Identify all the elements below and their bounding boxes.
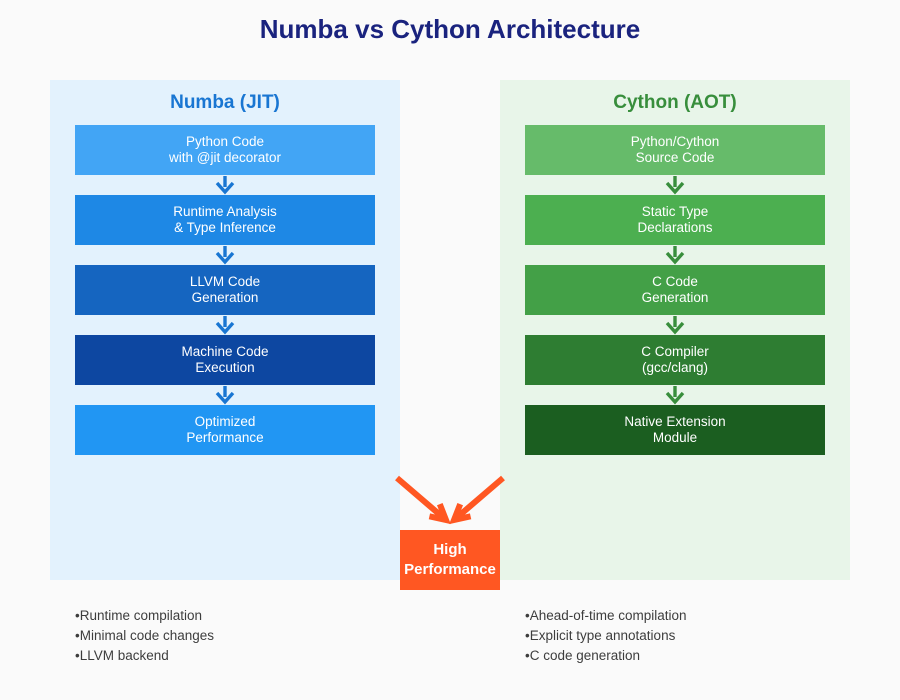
cython-step-c-compiler: C Compiler (gcc/clang) bbox=[525, 335, 825, 385]
node-line-2: & Type Inference bbox=[174, 220, 276, 235]
feature-item: Minimal code changes bbox=[75, 626, 415, 646]
node-line-1: Python/Cython bbox=[630, 134, 720, 149]
feature-item: Runtime compilation bbox=[75, 606, 415, 626]
numba-panel: Numba (JIT) Python Code with @jit decora… bbox=[50, 80, 400, 580]
node-line-1: Optimized bbox=[194, 414, 256, 429]
node-line-1: Machine Code bbox=[181, 344, 269, 359]
feature-item: LLVM backend bbox=[75, 646, 415, 666]
converging-arrows-icon bbox=[395, 475, 505, 525]
node-line-1: Static Type bbox=[641, 204, 709, 219]
node-line-1: C Code bbox=[652, 274, 698, 289]
cython-feature-list: Ahead-of-time compilation Explicit type … bbox=[525, 606, 865, 666]
node-line-2: Performance bbox=[186, 430, 264, 445]
cython-step-static-types: Static Type Declarations bbox=[525, 195, 825, 245]
node-line-2: Module bbox=[652, 430, 698, 445]
node-line-2: Generation bbox=[641, 290, 709, 305]
node-line-1: C Compiler bbox=[641, 344, 709, 359]
high-performance-box: High Performance bbox=[400, 530, 500, 590]
feature-item: C code generation bbox=[525, 646, 865, 666]
down-arrow-icon bbox=[215, 176, 235, 195]
node-line-2: Source Code bbox=[635, 150, 715, 165]
numba-panel-title: Numba (JIT) bbox=[170, 92, 280, 113]
node-line-1: Native Extension bbox=[624, 414, 726, 429]
high-performance-line-2: Performance bbox=[404, 561, 496, 578]
down-arrow-icon bbox=[665, 316, 685, 335]
high-performance-line-1: High bbox=[433, 541, 467, 558]
feature-item: Ahead-of-time compilation bbox=[525, 606, 865, 626]
node-line-2: Declarations bbox=[637, 220, 713, 235]
page-title: Numba vs Cython Architecture bbox=[259, 14, 641, 44]
numba-step-llvm-codegen: LLVM Code Generation bbox=[75, 265, 375, 315]
numba-step-optimized-performance: Optimized Performance bbox=[75, 405, 375, 455]
feature-item: Explicit type annotations bbox=[525, 626, 865, 646]
cython-panel: Cython (AOT) Python/Cython Source Code S… bbox=[500, 80, 850, 580]
node-line-2: Execution bbox=[195, 360, 255, 375]
cython-step-source-code: Python/Cython Source Code bbox=[525, 125, 825, 175]
down-arrow-icon bbox=[215, 316, 235, 335]
down-arrow-icon bbox=[215, 246, 235, 265]
node-line-1: Runtime Analysis bbox=[173, 204, 277, 219]
cython-step-native-extension: Native Extension Module bbox=[525, 405, 825, 455]
down-arrow-icon bbox=[665, 176, 685, 195]
cython-panel-title: Cython (AOT) bbox=[613, 92, 737, 113]
node-line-2: with @jit decorator bbox=[169, 150, 281, 165]
numba-step-python-code: Python Code with @jit decorator bbox=[75, 125, 375, 175]
numba-step-machine-code: Machine Code Execution bbox=[75, 335, 375, 385]
numba-feature-list: Runtime compilation Minimal code changes… bbox=[75, 606, 415, 666]
down-arrow-icon bbox=[665, 246, 685, 265]
node-line-1: LLVM Code bbox=[189, 274, 261, 289]
node-line-1: Python Code bbox=[185, 134, 265, 149]
cython-step-c-codegen: C Code Generation bbox=[525, 265, 825, 315]
node-line-2: Generation bbox=[191, 290, 259, 305]
node-line-2: (gcc/clang) bbox=[641, 360, 709, 375]
down-arrow-icon bbox=[665, 386, 685, 405]
down-arrow-icon bbox=[215, 386, 235, 405]
numba-step-runtime-analysis: Runtime Analysis & Type Inference bbox=[75, 195, 375, 245]
